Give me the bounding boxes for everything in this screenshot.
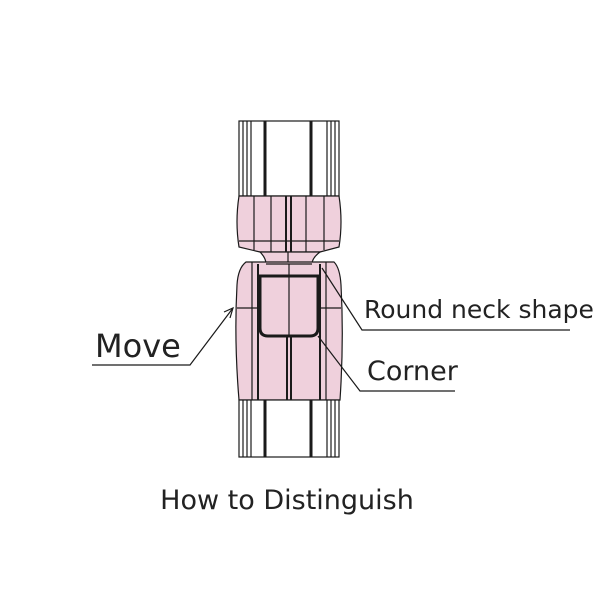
bottom-cylinder	[238, 399, 340, 458]
lower-sleeve	[235, 261, 343, 401]
corner-leader	[317, 335, 455, 392]
move-leader	[92, 306, 234, 366]
label-move: Move	[95, 327, 181, 365]
top-cylinder	[238, 120, 340, 197]
upper-sleeve	[236, 195, 342, 253]
caption: How to Distinguish	[160, 485, 414, 516]
round-neck-leader	[321, 267, 570, 331]
label-round-neck-shape: Round neck shape	[364, 295, 594, 324]
label-corner: Corner	[367, 356, 459, 387]
